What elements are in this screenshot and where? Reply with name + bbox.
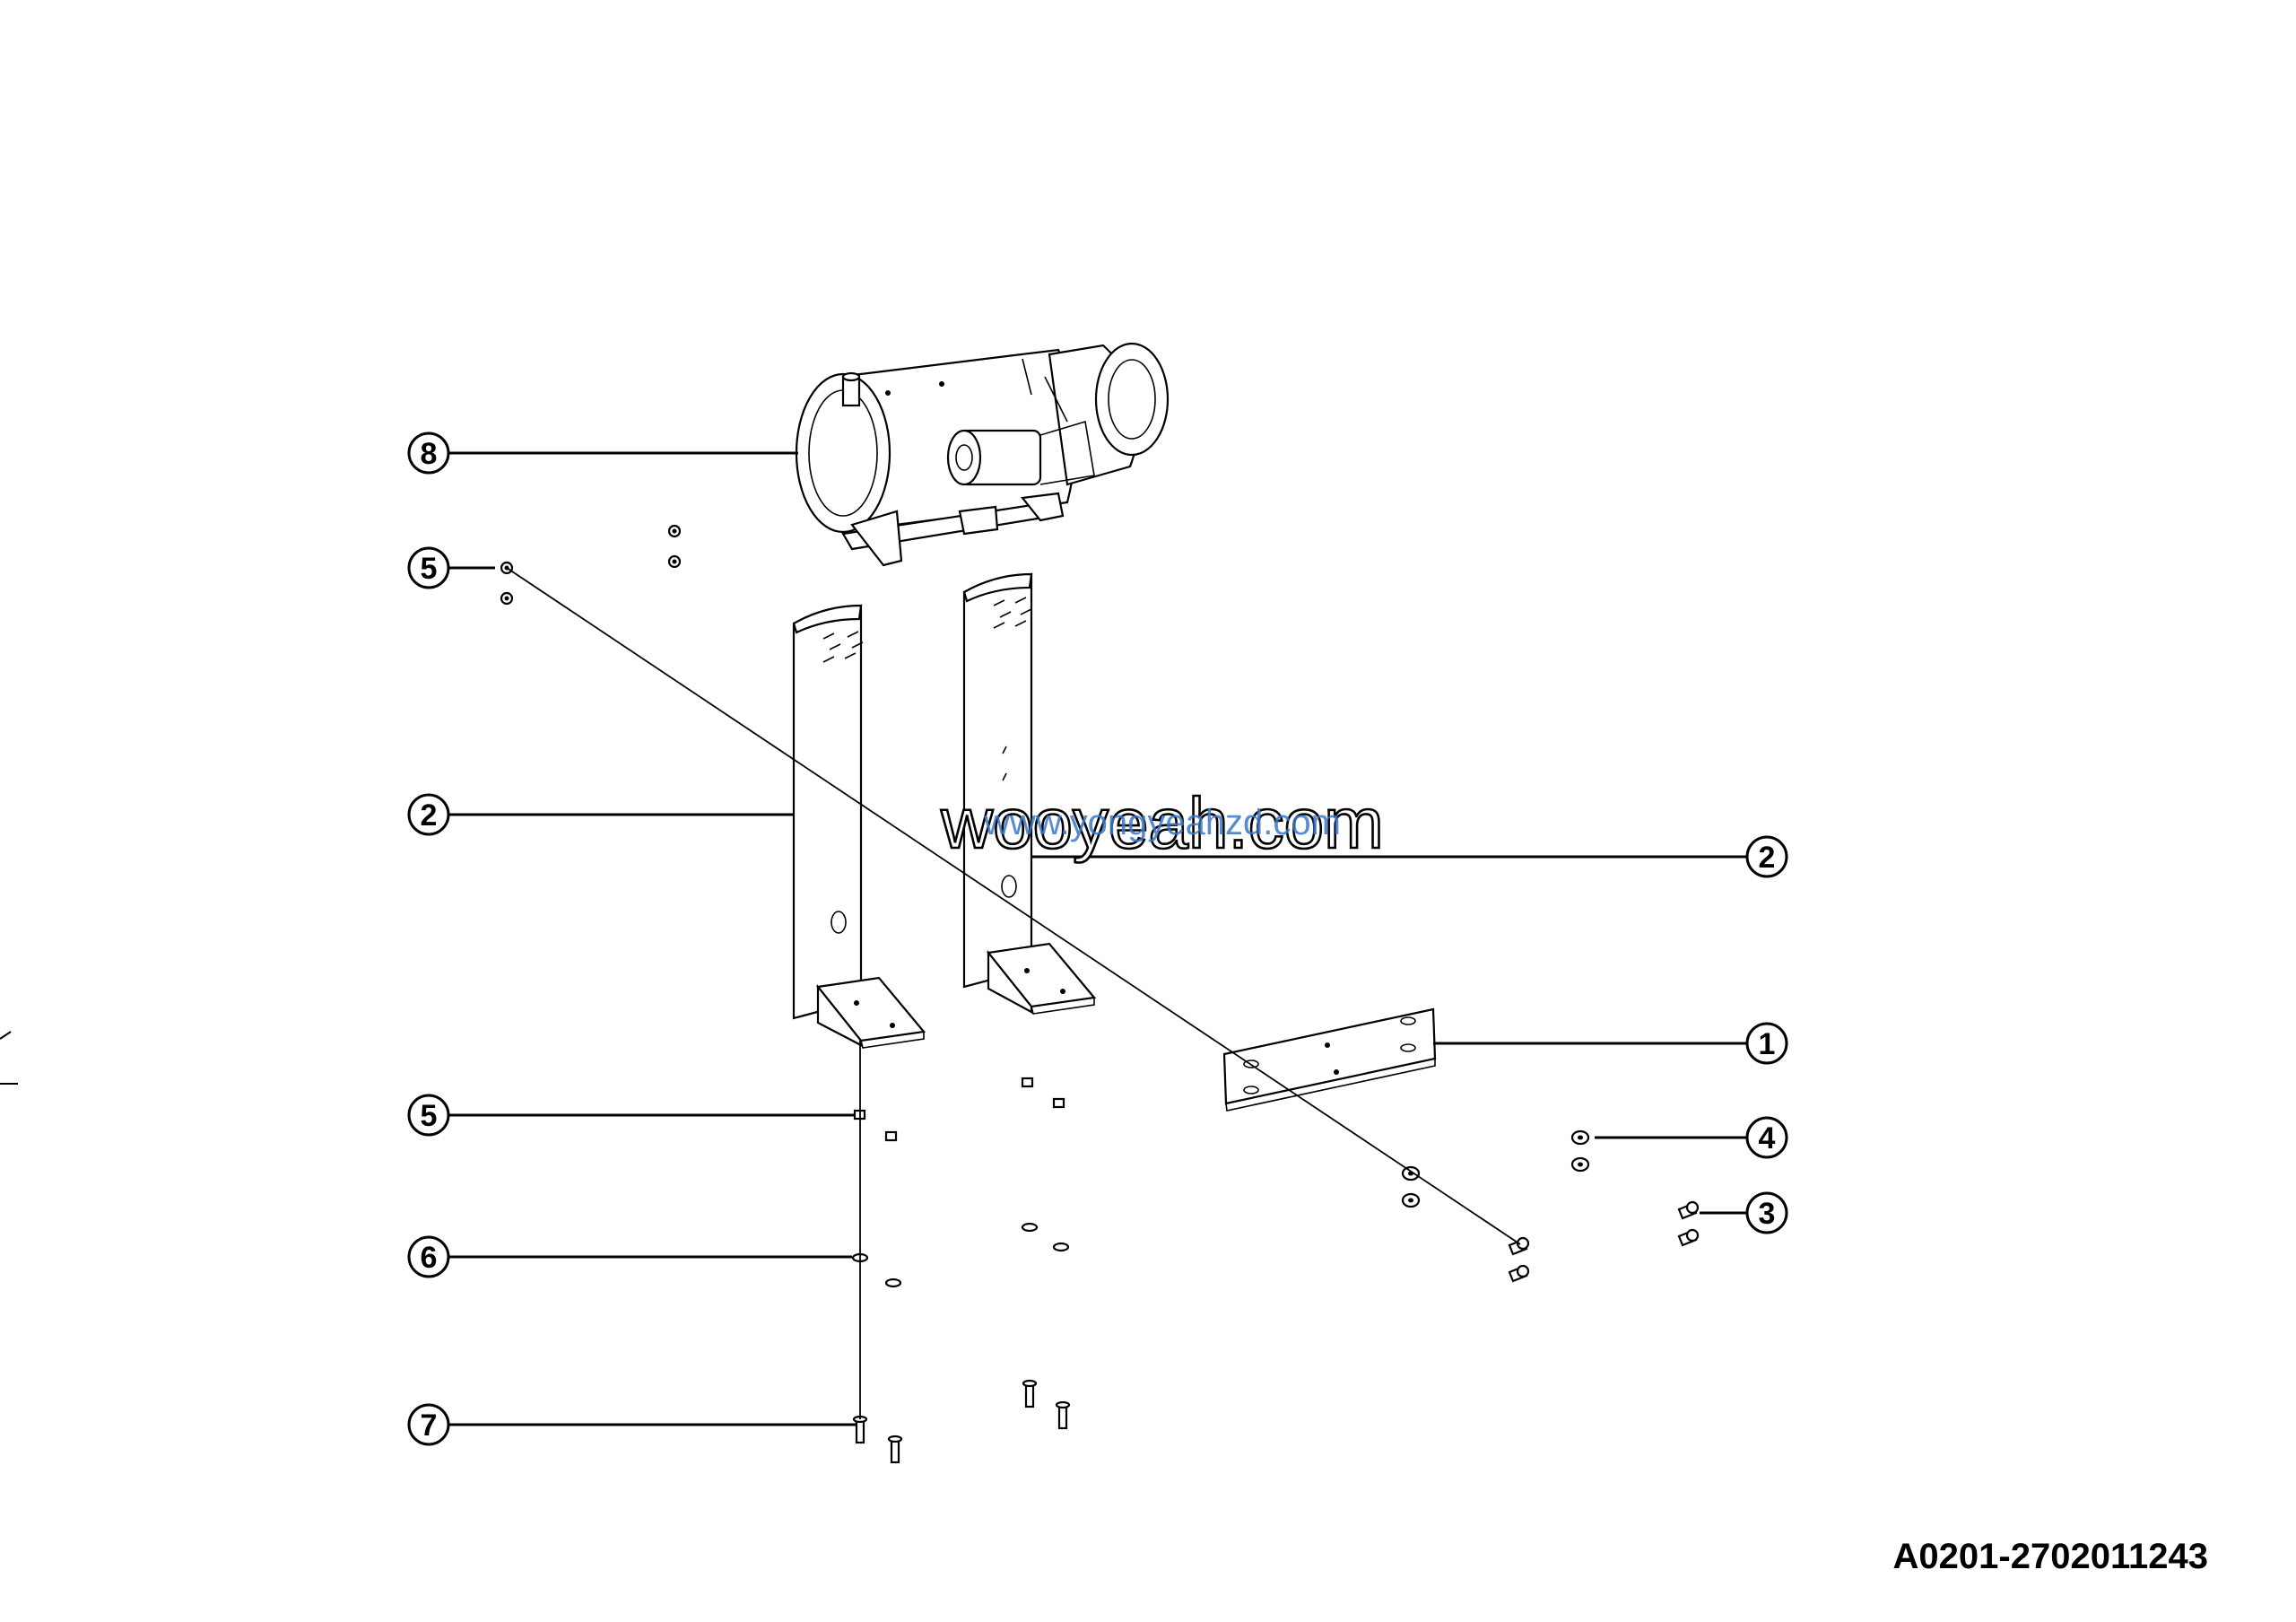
leader-lines bbox=[448, 451, 1747, 1426]
callout-8: 8 bbox=[407, 432, 450, 475]
mounting-plate bbox=[1222, 1007, 1437, 1112]
callout-4: 4 bbox=[1745, 1116, 1788, 1159]
svg-text:3: 3 bbox=[1759, 1197, 1776, 1231]
callout-2-left: 2 bbox=[407, 793, 450, 836]
svg-text:2: 2 bbox=[421, 798, 438, 833]
svg-text:www.yongyeahzd.com: www.yongyeahzd.com bbox=[983, 803, 1341, 842]
svg-text:wooyeah.com: wooyeah.com bbox=[940, 783, 1384, 863]
callout-3: 3 bbox=[1745, 1191, 1788, 1234]
svg-text:1: 1 bbox=[1759, 1027, 1776, 1061]
svg-text:5: 5 bbox=[421, 552, 438, 586]
watermark: wooyeah.com www.yongyeahzd.com bbox=[939, 782, 1385, 865]
lower-hardware bbox=[851, 1077, 1071, 1464]
callout-5-top: 5 bbox=[407, 546, 450, 589]
svg-text:6: 6 bbox=[421, 1241, 438, 1275]
callout-6: 6 bbox=[407, 1235, 450, 1278]
edge-mark bbox=[0, 1031, 18, 1085]
callout-1: 1 bbox=[1745, 1022, 1788, 1065]
svg-text:2: 2 bbox=[1759, 841, 1776, 875]
nut-pair-top bbox=[500, 524, 682, 606]
callout-7: 7 bbox=[407, 1403, 450, 1446]
document-code: A0201-2702011243 bbox=[1892, 1537, 2208, 1576]
callout-2-right: 2 bbox=[1745, 835, 1788, 878]
svg-text:7: 7 bbox=[421, 1408, 438, 1443]
callout-5-bottom: 5 bbox=[407, 1094, 450, 1137]
svg-text:8: 8 bbox=[421, 437, 438, 471]
assembly-axis-lines bbox=[506, 567, 1521, 1419]
svg-text:4: 4 bbox=[1759, 1121, 1776, 1155]
right-hardware bbox=[1401, 1129, 1700, 1283]
support-bracket-left bbox=[792, 604, 926, 1049]
svg-text:5: 5 bbox=[421, 1099, 438, 1133]
heater-unit bbox=[795, 342, 1170, 567]
